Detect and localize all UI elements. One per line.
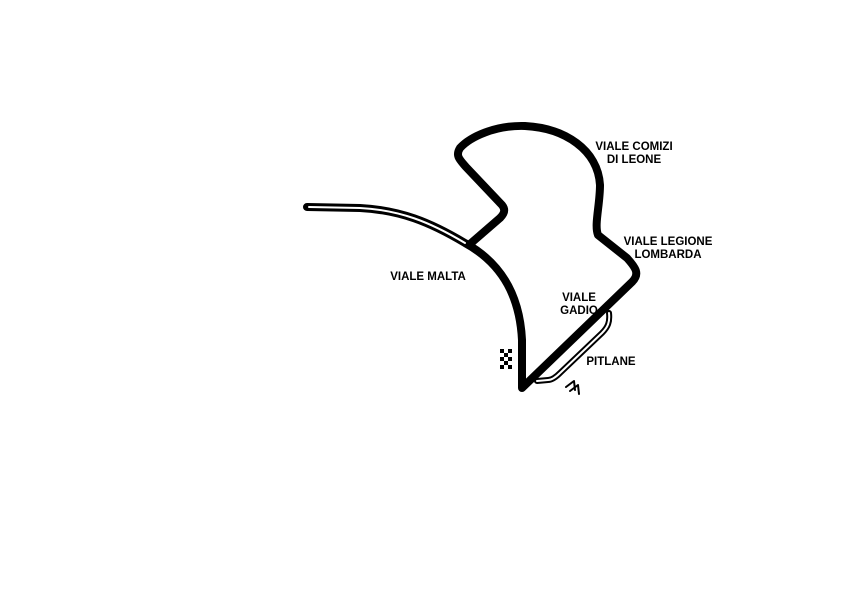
label-viale-gadio-line2: GADIO xyxy=(560,305,598,317)
label-viale-malta: VIALE MALTA xyxy=(390,271,466,283)
label-viale-gadio-line1: VIALE xyxy=(562,292,596,304)
direction-chevrons-icon xyxy=(565,380,580,395)
label-viale-legione-line1: VIALE LEGIONE xyxy=(624,236,713,248)
track-main-loop xyxy=(303,121,641,392)
label-viale-legione-line2: LOMBARDA xyxy=(634,249,701,261)
track-inner-edge xyxy=(308,206,466,244)
label-viale-comizi-line2: DI LEONE xyxy=(607,154,662,166)
pitlane-inner xyxy=(536,312,611,382)
pitlane-lane xyxy=(534,310,613,384)
label-viale-comizi-line1: VIALE COMIZI xyxy=(595,141,672,153)
start-finish-flag-icon xyxy=(500,349,512,369)
label-pitlane: PITLANE xyxy=(586,356,636,368)
